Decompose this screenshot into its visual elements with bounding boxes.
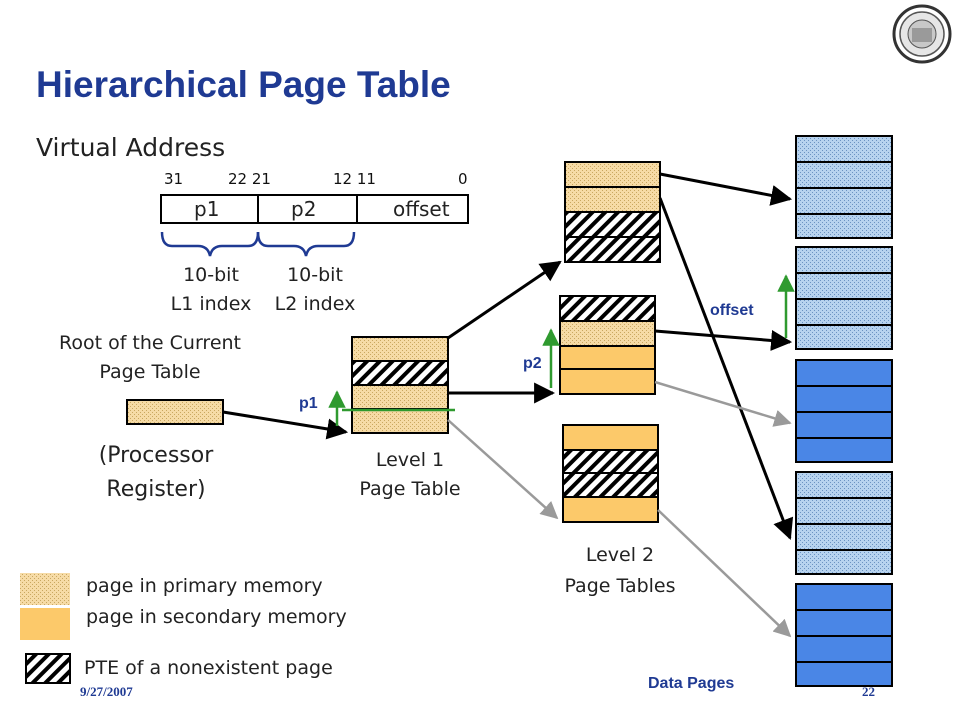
level1-label: Level 1 Page Table xyxy=(359,449,461,500)
bit-position-12-11: 12 11 xyxy=(333,170,376,188)
arrow-l2top-to-data1 xyxy=(659,172,793,206)
virtual-address-label: Virtual Address xyxy=(36,133,226,162)
legend-swatch-secondary xyxy=(20,608,70,640)
p1-label: p1 xyxy=(299,395,318,412)
l1-index-brace xyxy=(160,231,260,257)
bit-position-0: 0 xyxy=(458,170,468,188)
arrow-l2bot-to-data5 xyxy=(657,509,792,638)
legend-secondary-label: page in secondary memory xyxy=(86,606,347,628)
arrow-l2mid-to-data2 xyxy=(654,329,793,351)
data-page-2 xyxy=(795,246,893,350)
legend-nonexistent-label: PTE of a nonexistent page xyxy=(84,657,333,679)
arrow-l1-to-l2-top xyxy=(447,260,562,340)
black-arrows xyxy=(222,172,794,540)
l2-index-label: 10-bit L2 index xyxy=(274,264,356,315)
root-page-table-label: Root of the Current Page Table xyxy=(58,332,242,383)
virtual-address-register xyxy=(160,194,469,224)
l1-index-label: 10-bit L1 index xyxy=(170,264,252,315)
processor-register-label: (Processor Register) xyxy=(98,443,214,502)
legend-swatch-nonexistent xyxy=(25,653,71,684)
level1-page-table xyxy=(342,336,455,434)
gray-arrows xyxy=(447,380,792,638)
footer-date: 9/27/2007 xyxy=(80,684,133,699)
legend-swatch-primary xyxy=(20,573,70,605)
data-page-4 xyxy=(795,471,893,575)
green-arrows xyxy=(328,274,795,426)
bit-position-31: 31 xyxy=(164,170,184,188)
level2-table-bottom xyxy=(562,424,659,523)
processor-register xyxy=(126,399,224,425)
field-p1: p1 xyxy=(194,197,220,221)
field-p2: p2 xyxy=(291,197,317,221)
l2-index-brace xyxy=(256,231,356,257)
arrow-root-to-l1 xyxy=(222,410,349,440)
level2-table-top xyxy=(564,161,661,263)
field-offset: offset xyxy=(393,197,450,221)
bit-position-22-21: 22 21 xyxy=(228,170,271,188)
arrow-l1-to-l2-bottom xyxy=(447,419,559,520)
level2-table-middle xyxy=(559,295,656,395)
page-number: 22 xyxy=(862,684,875,699)
data-page-5 xyxy=(795,583,893,687)
p2-label: p2 xyxy=(523,355,542,372)
data-page-1 xyxy=(795,135,893,239)
data-page-3 xyxy=(795,359,893,463)
legend-primary-label: page in primary memory xyxy=(86,575,323,597)
offset-label: offset xyxy=(710,302,754,319)
slide-title: Hierarchical Page Table xyxy=(36,64,451,105)
university-seal-icon xyxy=(892,4,952,64)
arrow-l2top-to-data4 xyxy=(658,197,794,540)
arrow-l2mid-to-data3 xyxy=(654,380,792,427)
level2-label: Level 2 Page Tables xyxy=(564,544,676,597)
data-pages-label: Data Pages xyxy=(648,675,735,692)
